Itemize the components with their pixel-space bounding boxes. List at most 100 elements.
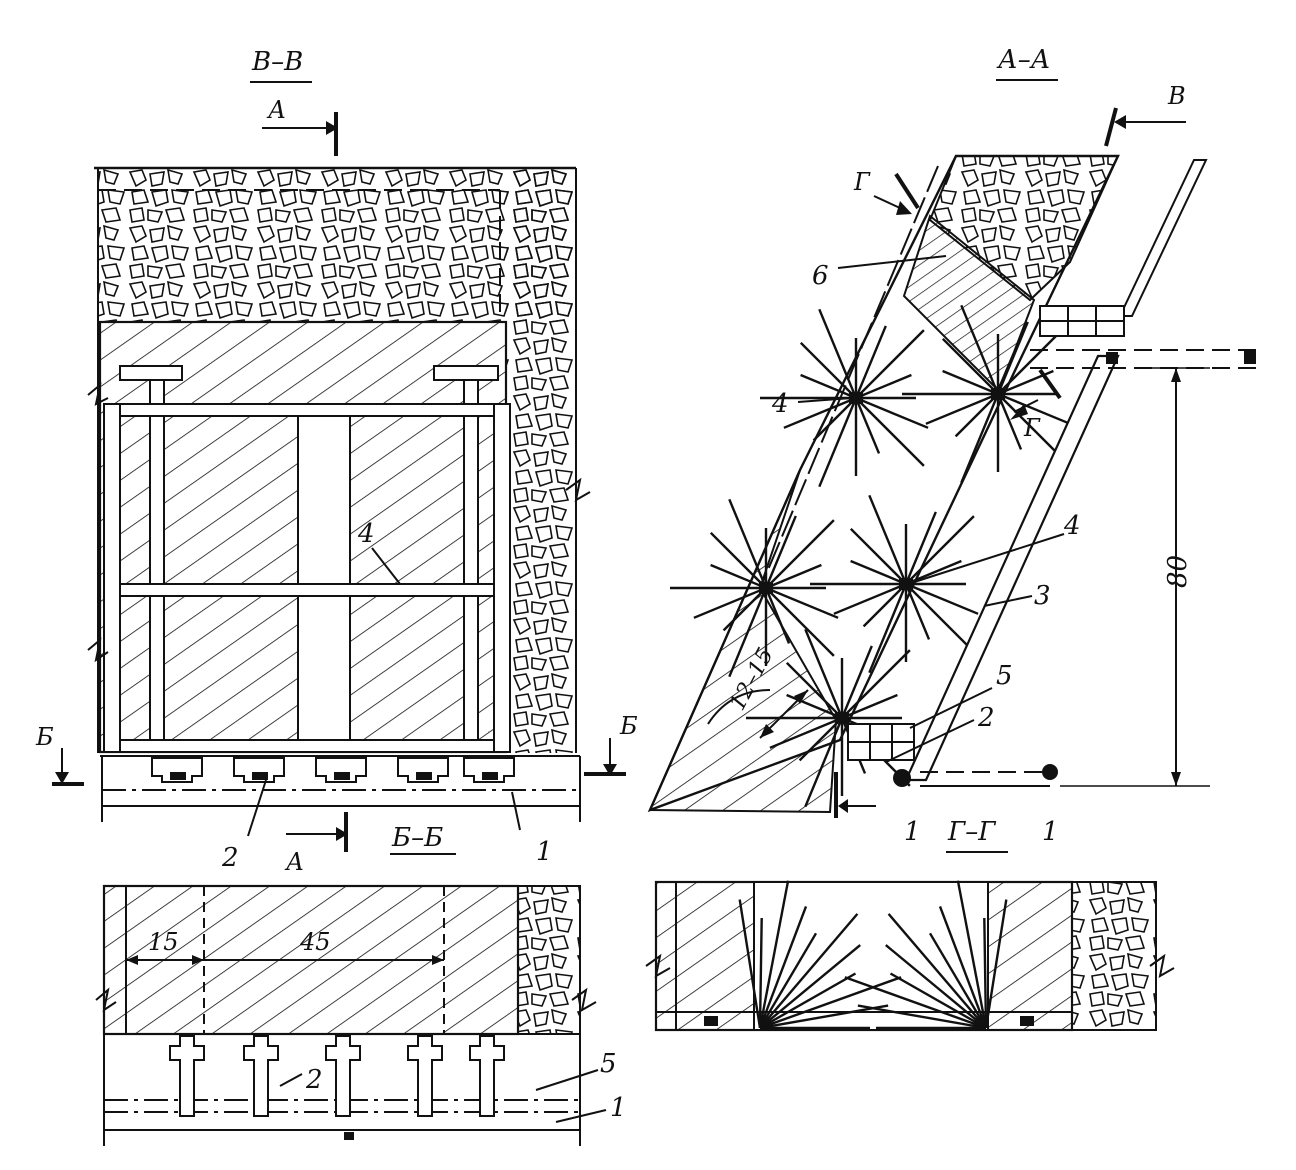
dimension-45: 45 — [204, 928, 444, 965]
chute-2 — [233, 757, 285, 783]
blasthole — [800, 373, 857, 400]
chute-2-plan — [325, 1035, 361, 1117]
blasthole — [769, 716, 843, 749]
callout-2-leader-vv — [247, 779, 267, 837]
blasthole — [855, 329, 925, 399]
cut-mark-aa-bottom — [834, 772, 876, 818]
chute-gate-1 — [893, 769, 911, 787]
callout-3-aa: 3 — [1034, 581, 1051, 611]
blasthole — [841, 693, 898, 720]
callout-2-vv: 2 — [221, 843, 239, 873]
blasthole — [905, 583, 975, 653]
view-vv-title: В–В — [251, 47, 303, 77]
view-bb: Б–Б 15 45 2 5 1 — [95, 823, 627, 1146]
blasthole — [905, 582, 979, 615]
blasthole — [905, 515, 975, 585]
drill-drift — [835, 712, 849, 724]
blasthole — [905, 559, 962, 586]
chute-row-vv — [151, 757, 515, 783]
cut-label-b-right: Б — [619, 712, 638, 740]
dimension-15: 15 — [126, 928, 204, 965]
blasthole — [759, 972, 857, 1030]
break-mark-left-lower — [87, 637, 109, 663]
cut-label-v: В — [1167, 82, 1186, 110]
view-bb-title: Б–Б — [391, 823, 443, 853]
blasthole — [855, 396, 929, 429]
cut-mark-b-left: Б — [35, 723, 84, 786]
callout-1-vv: 1 — [536, 837, 553, 867]
blasthole — [804, 717, 844, 808]
dimension-15-label: 15 — [148, 928, 179, 956]
blasthole — [941, 337, 999, 395]
break-mark-right — [565, 477, 591, 502]
blasthole — [854, 325, 887, 399]
blasthole — [764, 515, 797, 589]
callout-1-aa-right: 1 — [1042, 817, 1059, 847]
blasted-zone-gg — [753, 881, 989, 1031]
view-vv: В–В А — [35, 47, 638, 876]
chute-2 — [315, 757, 367, 783]
blasthole — [759, 944, 861, 1029]
blasthole — [693, 586, 767, 619]
blasthole — [798, 717, 843, 762]
drill-drift — [991, 388, 1005, 400]
blasthole — [728, 587, 768, 678]
blasthole — [954, 393, 999, 438]
broken-rock-gg — [1071, 881, 1157, 1031]
filled-zone-6 — [902, 214, 1036, 392]
blasthole — [758, 880, 790, 1029]
chute-2 — [397, 757, 449, 783]
blasthole — [996, 393, 1023, 450]
blasthole — [765, 587, 835, 657]
blasthole — [960, 304, 1000, 395]
blasthole — [960, 393, 1000, 484]
break-mark-gg-right — [1149, 953, 1175, 978]
drill-drift — [899, 578, 913, 590]
blasthole — [783, 396, 857, 429]
rail-marker-bb — [344, 1132, 354, 1140]
blasthole — [887, 913, 987, 1029]
callout-5-bb: 5 — [600, 1049, 617, 1079]
blasthole — [850, 559, 907, 586]
drill-drift — [849, 392, 863, 404]
blasthole — [804, 628, 844, 719]
blasthole — [925, 392, 999, 425]
blasthole — [854, 397, 881, 454]
blasthole — [722, 587, 767, 632]
blasthole — [849, 527, 907, 585]
blasthole — [758, 917, 763, 1029]
blasthole — [786, 693, 843, 720]
cut-mark-b-right: Б — [584, 712, 638, 776]
cut-mark-g-bottom: Г — [1010, 368, 1062, 442]
break-mark-gg-left — [645, 953, 671, 978]
callout-4-vv: 4 — [357, 519, 375, 549]
post-cap-right — [433, 365, 499, 381]
cut-label-g-bottom: Г — [1023, 414, 1041, 442]
blasthole — [889, 972, 987, 1030]
cut-label-a-top: А — [266, 96, 286, 124]
view-gg: Г–Г — [645, 817, 1175, 1032]
blasthole-fans — [670, 304, 1071, 808]
cut-label-b-left: Б — [35, 723, 54, 751]
view-aa: А–А В — [647, 45, 1256, 847]
blasthole — [855, 373, 912, 400]
blasthole — [812, 397, 857, 442]
chute-row-bb — [169, 1035, 505, 1117]
blasthole — [984, 899, 1008, 1029]
callout-1-leader-vv — [511, 791, 521, 831]
blasthole — [840, 645, 873, 719]
blasthole — [904, 583, 931, 640]
blasthole — [765, 519, 835, 589]
blasthole — [904, 511, 937, 585]
blasthole — [759, 1004, 889, 1030]
cut-mark-v: В — [1104, 82, 1186, 147]
cut-mark-g-top: Г — [853, 168, 920, 215]
dimension-45-label: 45 — [299, 928, 331, 956]
broken-rock-bb — [517, 885, 581, 1035]
upper-beam — [103, 403, 511, 417]
bottom-beam — [103, 739, 511, 753]
blasthole — [710, 563, 767, 590]
blasthole — [759, 913, 859, 1029]
callout-4-aa-lower: 4 — [1063, 511, 1081, 541]
